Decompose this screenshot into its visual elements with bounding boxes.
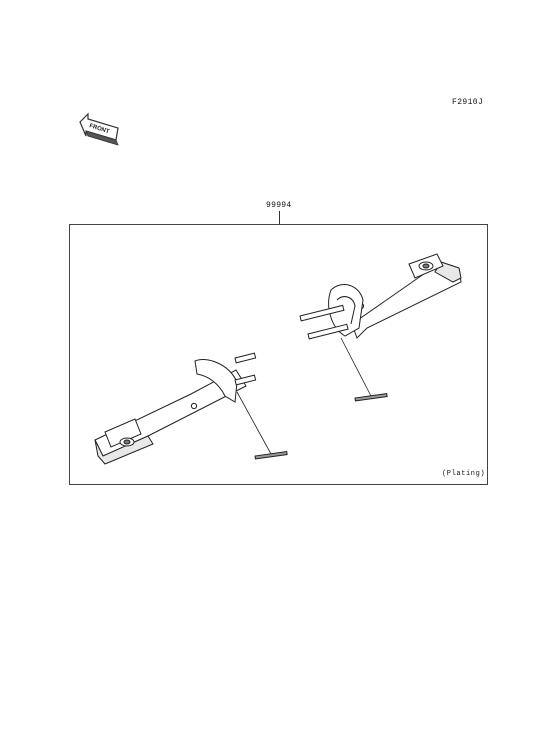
part-number-callout: 99994 [266, 201, 292, 210]
left-washer [236, 391, 288, 460]
right-footpeg-bracket [299, 253, 462, 340]
kit-boundary-box [69, 224, 488, 485]
left-footpeg-bracket [94, 352, 257, 465]
footrest-assembly-illustration [94, 253, 462, 465]
plating-note: (Plating) [442, 470, 486, 478]
callout-leader-line [279, 211, 280, 224]
diagram-id: F2910J [452, 98, 484, 107]
front-arrow-icon: FRONT [79, 112, 119, 146]
right-washer [340, 337, 388, 402]
